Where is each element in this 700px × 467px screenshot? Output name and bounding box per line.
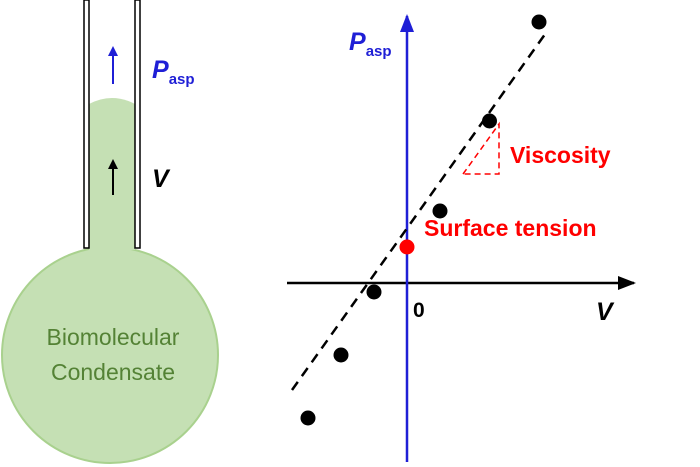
y-axis-subscript: asp	[366, 43, 392, 60]
pipette-pressure-subscript: asp	[169, 71, 195, 88]
pipette-pressure-label: Pasp	[152, 56, 195, 88]
pipette-schematic: Pasp V Biomolecular Condensate	[2, 0, 218, 463]
y-axis-label: Pasp	[349, 28, 392, 60]
pipette-pressure-symbol: P	[152, 56, 169, 84]
pipette-wall-right	[135, 0, 140, 248]
fit-line	[292, 30, 548, 390]
intercept-point	[400, 240, 415, 255]
pipette-wall-left	[84, 0, 89, 248]
pipette-velocity-label: V	[152, 165, 171, 193]
pressure-velocity-plot: Pasp V 0 Viscosity Surface tension	[287, 15, 634, 463]
condensate-label-line1: Biomolecular	[47, 324, 180, 350]
data-point	[367, 285, 382, 300]
condensate-droplet	[2, 247, 218, 463]
data-point	[482, 114, 497, 129]
data-point	[301, 411, 316, 426]
surface-tension-label: Surface tension	[424, 215, 597, 241]
y-axis-symbol: P	[349, 28, 366, 56]
x-axis-label: V	[596, 298, 615, 326]
origin-label: 0	[413, 299, 425, 322]
condensate-label-line2: Condensate	[51, 359, 175, 385]
data-point	[532, 15, 547, 30]
slope-triangle	[463, 124, 499, 174]
viscosity-label: Viscosity	[510, 142, 611, 168]
data-point	[334, 348, 349, 363]
